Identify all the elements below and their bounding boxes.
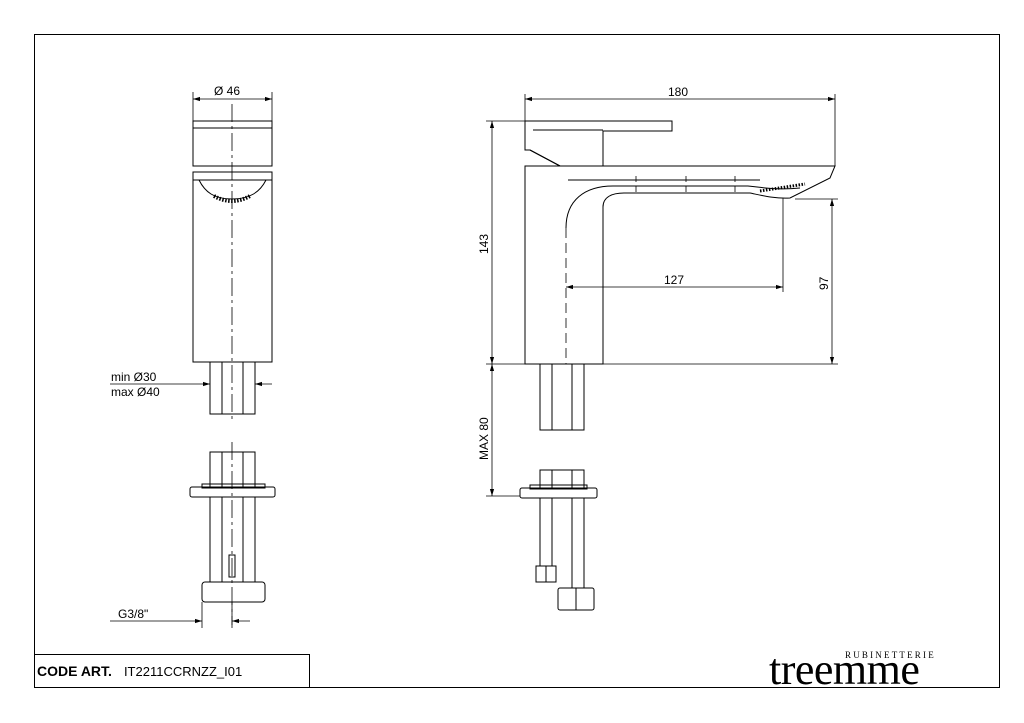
length-label: 180: [668, 85, 688, 99]
front-nut: [201, 581, 266, 603]
brand-tagline: RUBINETTERIE: [845, 650, 936, 660]
front-view: [110, 92, 276, 628]
thread-label: G3/8": [118, 607, 148, 621]
side-view: [486, 94, 838, 611]
brand-name: treemme: [769, 645, 919, 694]
spout-height-label: 97: [817, 276, 831, 290]
sheet-border: [34, 34, 1000, 688]
title-block: CODE ART. IT2211CCRNZZ_I01: [34, 654, 310, 687]
max-diameter-label: max Ø40: [111, 385, 160, 399]
height-label: 143: [477, 234, 491, 254]
side-body: [524, 165, 836, 365]
max-thickness-label: MAX 80: [477, 417, 491, 460]
front-handle: [192, 120, 273, 167]
min-diameter-label: min Ø30: [111, 370, 157, 384]
code-label: CODE ART.: [37, 663, 112, 679]
side-washer: [519, 487, 598, 499]
front-body: [192, 171, 273, 363]
diameter-label: Ø 46: [214, 84, 240, 98]
brand-logo: RUBINETTERIE treemme: [769, 645, 936, 694]
front-aerator: [198, 179, 267, 200]
code-value: IT2211CCRNZZ_I01: [123, 663, 243, 679]
reach-label: 127: [664, 273, 684, 287]
